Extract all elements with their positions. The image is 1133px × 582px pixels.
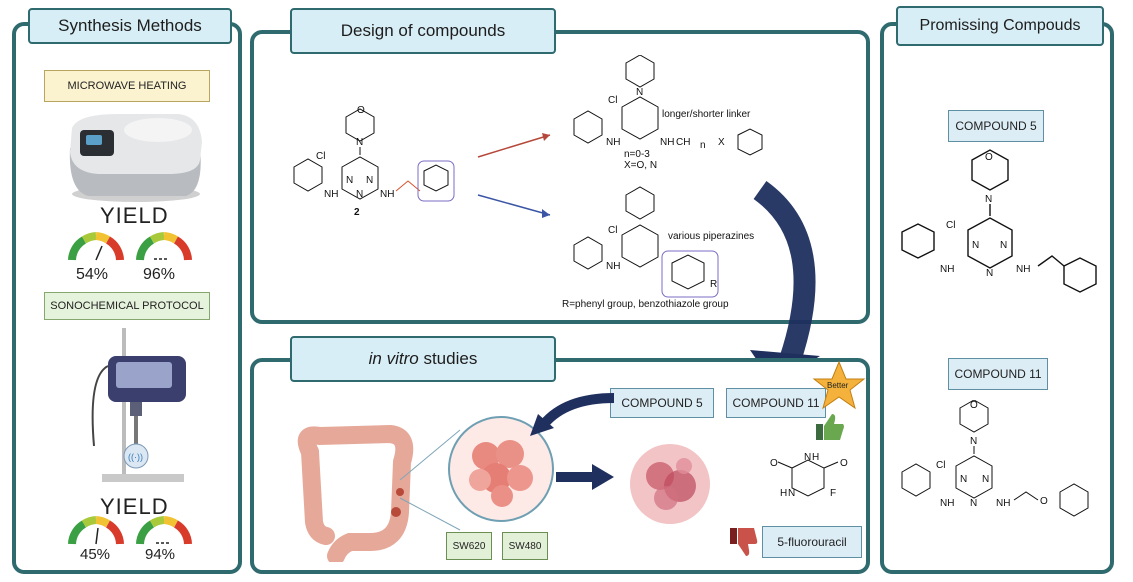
n-range-note: n=0-3 xyxy=(624,149,650,160)
top-subscript-n: n xyxy=(700,140,706,151)
bottom-r-group: R xyxy=(710,279,717,290)
vitro-title: in vitro studies xyxy=(290,336,556,382)
synthesis-title: Synthesis Methods xyxy=(28,8,232,44)
tumor-cells-image xyxy=(448,416,554,522)
microwave-high-value: 96% xyxy=(143,266,176,283)
sonochemical-label: SONOCHEMICAL PROTOCOL xyxy=(44,292,210,320)
microwave-low-gauge xyxy=(68,232,124,261)
r-group-note: R=phenyl group, benzothiazole group xyxy=(562,299,729,310)
x-values-note: X=O, N xyxy=(624,160,657,171)
fu-f-atom: F xyxy=(830,488,836,499)
better-label: Better xyxy=(827,381,849,390)
compound2-nh-left: NH xyxy=(324,189,338,200)
microwave-device-image xyxy=(69,114,202,202)
compound2-number: 2 xyxy=(354,207,360,218)
compound-2-structure: O N N N N Cl NH NH 2 xyxy=(293,105,455,218)
c11-nh-left: NH xyxy=(940,498,954,509)
vitro-title-italic: in vitro xyxy=(368,349,419,368)
thumbs-down-icon xyxy=(730,528,758,556)
bottom-nh: NH xyxy=(606,261,620,272)
top-cl: Cl xyxy=(608,95,617,106)
sono-low-value: 45% xyxy=(80,546,111,563)
sono-high-gauge xyxy=(136,516,192,545)
design-panel xyxy=(250,30,870,324)
compound5-structure: O N N N N Cl NH NH xyxy=(901,149,1097,293)
c5-cl: Cl xyxy=(946,220,955,231)
c5-n1: N xyxy=(972,240,979,251)
c5-n2: N xyxy=(1000,240,1007,251)
sw480-tag: SW480 xyxy=(502,532,548,560)
compound2-n3: N xyxy=(356,189,363,200)
c11-n-morph: N xyxy=(970,436,977,447)
fu-n-top: N xyxy=(804,452,811,463)
fluorouracil-structure: O O N H H N F xyxy=(770,452,848,499)
fu-o-left: O xyxy=(770,458,778,469)
compound2-n-morph: N xyxy=(356,137,363,148)
fu-n-left: N xyxy=(788,488,795,499)
piperazine-derivative-structure: Cl NH R various piperazines R=phenyl gro… xyxy=(562,186,754,310)
top-x-atom: X xyxy=(718,137,725,148)
c11-n3: N xyxy=(970,498,977,509)
vitro-compound5-tag: COMPOUND 5 xyxy=(610,388,714,418)
colon-image xyxy=(297,424,414,562)
fu-h-left: H xyxy=(780,488,787,499)
curved-arrow-left xyxy=(530,393,615,436)
sonochemical-yield-label: YIELD xyxy=(100,494,169,519)
promising-compound11-tag: COMPOUND 11 xyxy=(948,358,1048,390)
linker-derivative-structure: N Cl NH NH CH n X longer/shorter linker … xyxy=(573,55,763,171)
c5-nh-right: NH xyxy=(1016,264,1030,275)
fluorouracil-tag: 5-fluorouracil xyxy=(762,526,862,558)
microwave-label: MICROWAVE HEATING xyxy=(44,70,210,102)
microwave-high-gauge xyxy=(136,232,192,261)
top-ch2: CH xyxy=(676,137,690,148)
top-n-morph: N xyxy=(636,87,643,98)
thumbs-up-icon xyxy=(816,414,844,440)
c5-n3: N xyxy=(986,268,993,279)
sono-high-value: 94% xyxy=(145,546,176,563)
design-chemistry-scheme: O N N N N Cl NH NH 2 N Cl NH NH CH n X l… xyxy=(293,55,763,310)
c11-nh-right: NH xyxy=(996,498,1010,509)
c11-n1: N xyxy=(960,474,967,485)
top-nh-right: NH xyxy=(660,137,674,148)
fu-h-top: H xyxy=(812,452,819,463)
promising-compound5-tag: COMPOUND 5 xyxy=(948,110,1044,142)
piperazine-note: various piperazines xyxy=(668,231,754,242)
sw620-tag: SW620 xyxy=(446,532,492,560)
svg-text:((·)): ((·)) xyxy=(128,452,143,462)
microwave-low-value: 54% xyxy=(76,266,109,283)
promising-title: Promissing Compouds xyxy=(896,6,1104,46)
vitro-title-rest: studies xyxy=(418,349,478,368)
compound2-n1: N xyxy=(346,175,353,186)
compound11-structure: O N N N N Cl NH NH O xyxy=(901,400,1089,517)
sonicator-device-image: ((·)) xyxy=(91,328,186,482)
c5-n-morph: N xyxy=(985,194,992,205)
compound2-n2: N xyxy=(366,175,373,186)
c11-o-morph: O xyxy=(970,400,978,411)
process-arrow-right xyxy=(556,464,614,490)
compound2-o-atom: O xyxy=(357,105,365,116)
c11-n2: N xyxy=(982,474,989,485)
vitro-compound11-tag: COMPOUND 11 xyxy=(726,388,826,418)
c5-o-atom: O xyxy=(985,152,993,163)
bottom-cl: Cl xyxy=(608,225,617,236)
c5-nh-left: NH xyxy=(940,264,954,275)
microwave-yield-label: YIELD xyxy=(100,203,169,228)
sono-low-gauge xyxy=(68,516,124,545)
compound2-cl: Cl xyxy=(316,151,325,162)
zoom-lines xyxy=(399,429,461,531)
linker-note: longer/shorter linker xyxy=(662,109,751,120)
compound2-nh-right: NH xyxy=(380,189,394,200)
c11-o-ether: O xyxy=(1040,496,1048,507)
top-nh-left: NH xyxy=(606,137,620,148)
better-star-icon: Better xyxy=(812,360,866,410)
fu-o-right: O xyxy=(840,458,848,469)
dead-cells-image xyxy=(630,444,710,524)
design-title: Design of compounds xyxy=(290,8,556,54)
c11-cl: Cl xyxy=(936,460,945,471)
